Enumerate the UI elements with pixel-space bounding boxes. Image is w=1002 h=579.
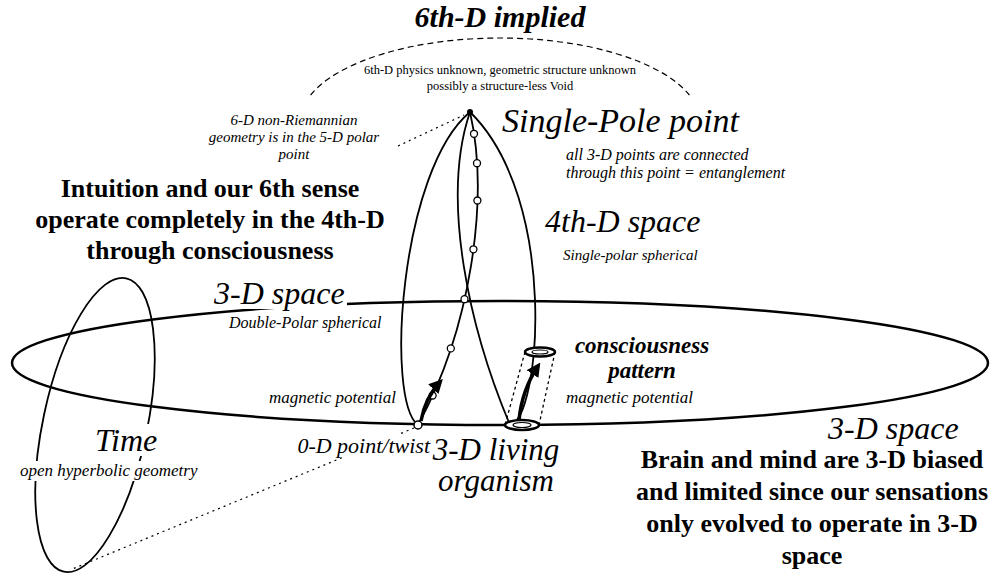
dimension-label: 3-D space [828,412,959,444]
dimension-label: 4th-D space [545,205,701,237]
potential-arrow [519,366,538,420]
potential-arrow [421,382,440,421]
organism-label: 3-D living organism [432,434,560,496]
zero-d-point [414,421,422,429]
pole-label: Single-Pole point [502,104,739,138]
potential-label: magnetic potential [269,388,396,408]
fourth-d-loop [470,112,535,425]
fourth-d-loop [458,112,510,425]
pattern-ring [532,350,548,354]
geometry-note: 6-D non-Riemannian geometry is in the 5-… [204,112,384,162]
geometry-label: Single-polar spherical [563,247,698,264]
entanglement-note: all 3-D points are connected through thi… [566,146,801,183]
time-label: Time [93,424,159,456]
sixth-d-arc [311,38,690,95]
space-ellipse [12,301,988,425]
potential-beads [429,130,481,399]
pattern-ring [525,348,555,357]
intuition-note: Intuition and our 6th sense operate comp… [26,173,394,267]
point-label: 0-D point/twist [295,434,432,457]
geometry-label: Double-Polar spherical [229,314,381,332]
organism-ring [505,420,539,430]
organism-ring [513,423,531,428]
cylinder-side [505,352,525,425]
brain-note: Brain and mind are 3-D biased and limite… [629,444,995,572]
dimension-label: 3-D space [212,277,347,309]
note-text: 6th-D physics unknown, geometric structu… [350,62,650,95]
consciousness-label: consciousness pattern [555,333,730,384]
potential-label: magnetic potential [566,388,693,408]
dimension-heading: 6th-D implied [415,0,586,35]
fourth-d-loop [418,112,478,425]
geometry-label: open hyperbolic geometry [18,461,200,481]
pole-point [467,109,473,115]
cylinder-side [539,352,555,425]
time-ellipse [13,267,177,579]
